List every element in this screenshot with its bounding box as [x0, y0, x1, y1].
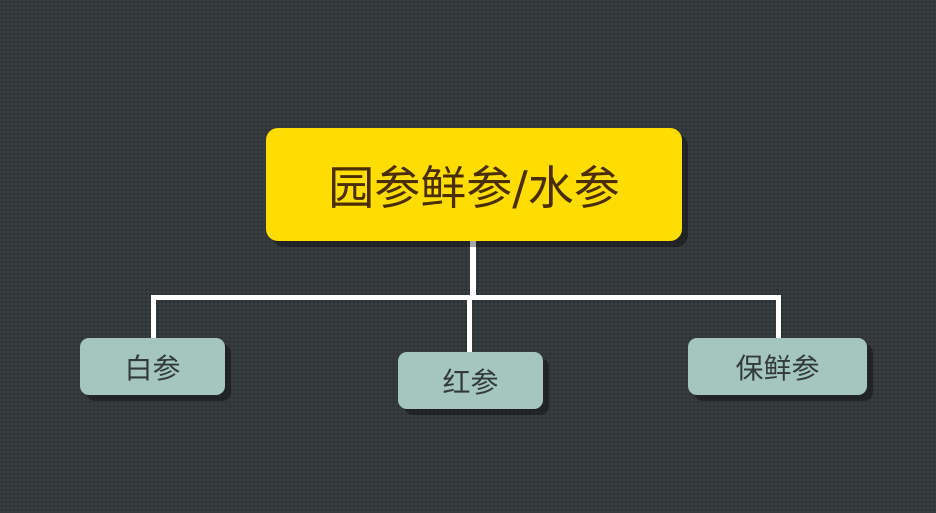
child-node-label: 白参: [124, 351, 181, 385]
child-node-label: 红参: [442, 365, 499, 399]
connector-horizontal: [151, 295, 781, 300]
connector-root-stem: [470, 241, 476, 300]
connector-child-1: [151, 295, 156, 339]
child-node-hong-shen[interactable]: 红参: [398, 352, 543, 409]
connector-child-3: [776, 295, 781, 339]
connector-child-2: [467, 295, 472, 353]
root-node-label: 园参鲜参/水参: [328, 160, 620, 215]
child-node-label: 保鲜参: [735, 351, 820, 385]
root-node[interactable]: 园参鲜参/水参: [266, 128, 682, 241]
child-node-bai-shen[interactable]: 白参: [80, 338, 225, 395]
child-node-bao-xian-shen[interactable]: 保鲜参: [688, 338, 867, 395]
